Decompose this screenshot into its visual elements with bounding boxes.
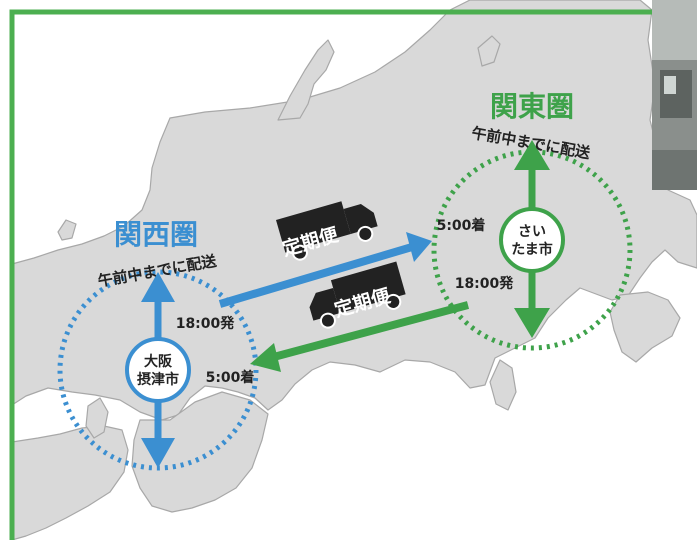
kanto-area-circle [431, 149, 633, 351]
kansai-city-name-line1: 大阪 [144, 353, 173, 370]
truck-icon [276, 201, 378, 261]
kanto-city-name-line2: たま市 [511, 241, 553, 258]
route-kanto-to-kansai [250, 301, 470, 372]
route-kansai-to-kanto [218, 232, 432, 308]
kansai-city-circle [125, 337, 191, 403]
photo-thumbnail [652, 0, 697, 190]
kanto-city-circle [499, 207, 565, 273]
kansai-city-name-line2: 摂津市 [137, 371, 179, 388]
kansai-arrive-time: 5:00着 [206, 369, 255, 386]
kanto-region-label: 関東圏 [490, 90, 574, 123]
sado-island [477, 35, 501, 67]
kanto-city-name-line1: さい [518, 224, 546, 240]
frame-border [9, 9, 652, 540]
kanto-arrive-time: 5:00着 [437, 217, 486, 234]
shikoku [11, 425, 129, 540]
noto-peninsula [277, 39, 335, 121]
awaji-island [85, 397, 109, 439]
izu-peninsula [489, 359, 517, 411]
small-island-west [57, 219, 77, 241]
truck-icon [309, 261, 406, 329]
kansai-region-label: 関西圏 [114, 218, 198, 251]
kanto-depart-time: 18:00発 [455, 275, 515, 292]
boso-peninsula [609, 291, 681, 363]
kansai-depart-time: 18:00発 [176, 315, 236, 332]
kii-peninsula [131, 391, 269, 513]
